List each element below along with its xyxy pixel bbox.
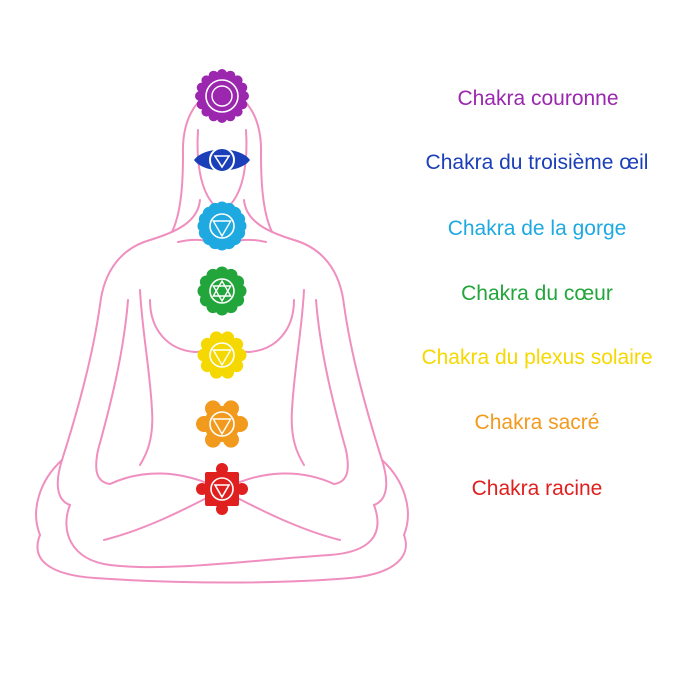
label-chakra-troisieme-oeil: Chakra du troisième œil: [425, 151, 649, 174]
arm-right-outer: [343, 304, 388, 506]
label-chakra-couronne: Chakra couronne: [457, 87, 619, 110]
shoulder-right: [243, 199, 345, 306]
label-chakra-gorge: Chakra de la gorge: [447, 217, 627, 240]
eye-lotus-icon: [194, 147, 250, 173]
torso-right: [290, 289, 305, 466]
root-lotus-icon: [196, 463, 248, 515]
torso-left: [139, 289, 154, 466]
sacral-lotus-icon: [196, 400, 248, 448]
face-left: [196, 129, 215, 206]
arm-left-inner: [95, 299, 129, 485]
arm-left-outer: [56, 304, 101, 506]
label-chakra-racine: Chakra racine: [471, 477, 603, 500]
label-chakra-coeur: Chakra du cœur: [461, 282, 613, 305]
leg-lower: [36, 534, 407, 584]
label-chakra-plexus-solaire: Chakra du plexus solaire: [421, 346, 653, 369]
crown-lotus-icon: [195, 69, 249, 123]
knee-left: [35, 459, 63, 536]
arm-right-inner: [315, 299, 349, 485]
solar-lotus-icon: [197, 331, 247, 379]
knee-right: [381, 459, 409, 536]
shoulder-left: [99, 199, 201, 306]
label-chakra-sacre: Chakra sacré: [474, 411, 600, 434]
leg-upper: [65, 504, 379, 569]
heart-lotus-icon: [197, 266, 247, 316]
face-right: [229, 129, 248, 206]
throat-lotus-icon: [197, 201, 247, 251]
